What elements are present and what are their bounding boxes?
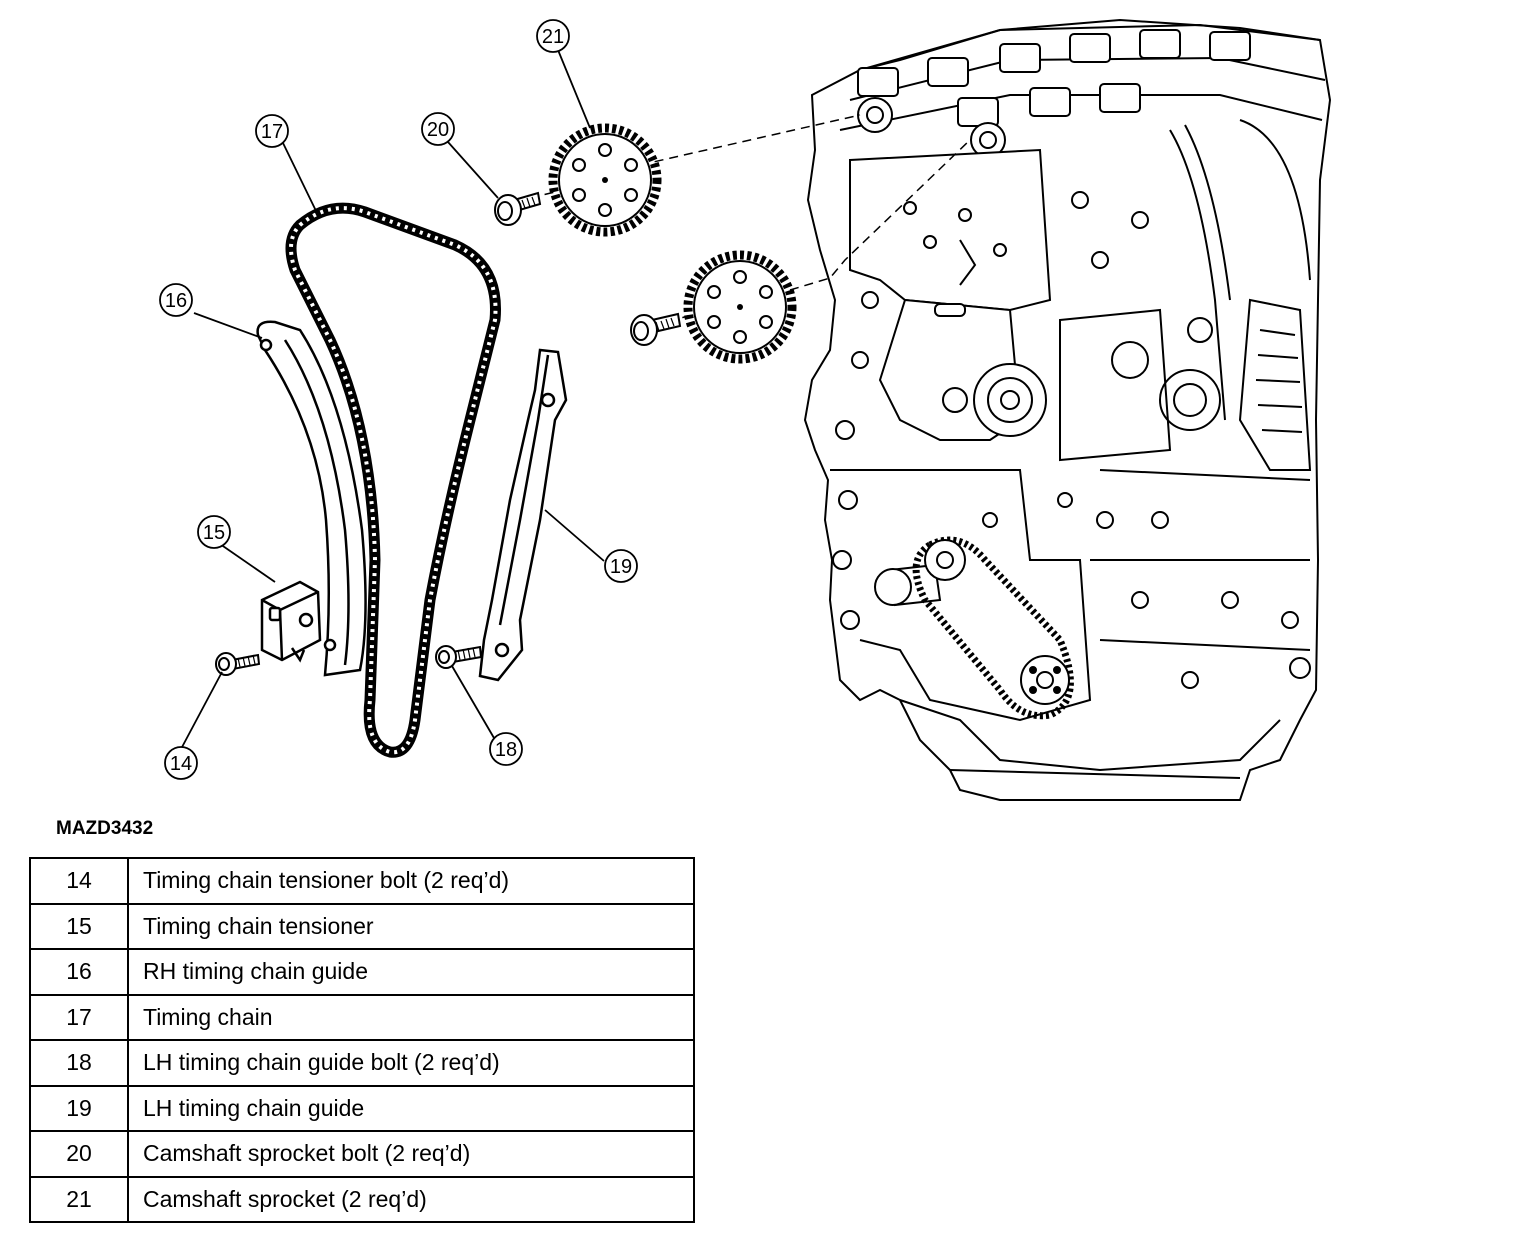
table-row: 19 LH timing chain guide [29, 1084, 695, 1132]
part-description: Camshaft sprocket bolt (2 req’d) [127, 1130, 695, 1178]
part-description: Timing chain [127, 993, 695, 1041]
callout-leader-lines [180, 49, 605, 750]
svg-text:21: 21 [542, 26, 564, 48]
timing-chain [285, 202, 501, 758]
callout-14: 14 [164, 746, 198, 780]
part-number: 18 [29, 1039, 129, 1087]
part-description: Timing chain tensioner bolt (2 req’d) [127, 857, 695, 905]
callout-16: 16 [159, 283, 193, 317]
callout-21: 21 [536, 19, 570, 53]
table-row: 14 Timing chain tensioner bolt (2 req’d) [29, 857, 695, 905]
part-description: RH timing chain guide [127, 948, 695, 996]
table-row: 21 Camshaft sprocket (2 req’d) [29, 1175, 695, 1223]
figure-id: MAZD3432 [56, 818, 154, 839]
engine-block-illustration [803, 18, 1332, 801]
callout-20: 20 [421, 112, 455, 146]
callout-19: 19 [604, 549, 638, 583]
table-row: 18 LH timing chain guide bolt (2 req’d) [29, 1039, 695, 1087]
part-number: 16 [29, 948, 129, 996]
callout-17: 17 [255, 114, 289, 148]
parts-legend-table: 14 Timing chain tensioner bolt (2 req’d)… [29, 857, 695, 1223]
svg-text:18: 18 [495, 739, 517, 761]
camshaft-sprocket-upper [548, 123, 662, 237]
svg-text:19: 19 [610, 556, 632, 578]
svg-text:20: 20 [427, 119, 449, 141]
timing-chain-tensioner [260, 580, 322, 663]
table-row: 20 Camshaft sprocket bolt (2 req’d) [29, 1130, 695, 1178]
part-number: 19 [29, 1084, 129, 1132]
part-number: 15 [29, 902, 129, 950]
svg-text:14: 14 [170, 753, 192, 775]
camshaft-sprocket-bolt-lower [630, 312, 682, 346]
part-number: 17 [29, 993, 129, 1041]
camshaft-sprocket-bolt-upper [494, 191, 542, 226]
table-row: 15 Timing chain tensioner [29, 902, 695, 950]
callout-15: 15 [197, 515, 231, 549]
part-number: 21 [29, 1175, 129, 1223]
svg-text:16: 16 [165, 290, 187, 312]
lh-timing-chain-guide [478, 348, 568, 682]
svg-text:17: 17 [261, 121, 283, 143]
timing-chain-exploded-diagram: 14 15 16 17 18 19 20 21 [159, 18, 1332, 801]
part-description: LH timing chain guide [127, 1084, 695, 1132]
camshaft-sprocket-lower [683, 250, 797, 364]
part-number: 14 [29, 857, 129, 905]
part-description: Timing chain tensioner [127, 902, 695, 950]
lh-timing-chain-guide-bolt [435, 645, 483, 669]
part-number: 20 [29, 1130, 129, 1178]
part-description: Camshaft sprocket (2 req’d) [127, 1175, 695, 1223]
part-description: LH timing chain guide bolt (2 req’d) [127, 1039, 695, 1087]
rh-timing-chain-guide [256, 320, 367, 677]
table-row: 17 Timing chain [29, 993, 695, 1041]
table-row: 16 RH timing chain guide [29, 948, 695, 996]
callout-18: 18 [489, 732, 523, 766]
timing-chain-tensioner-bolt [215, 652, 261, 676]
svg-text:15: 15 [203, 522, 225, 544]
